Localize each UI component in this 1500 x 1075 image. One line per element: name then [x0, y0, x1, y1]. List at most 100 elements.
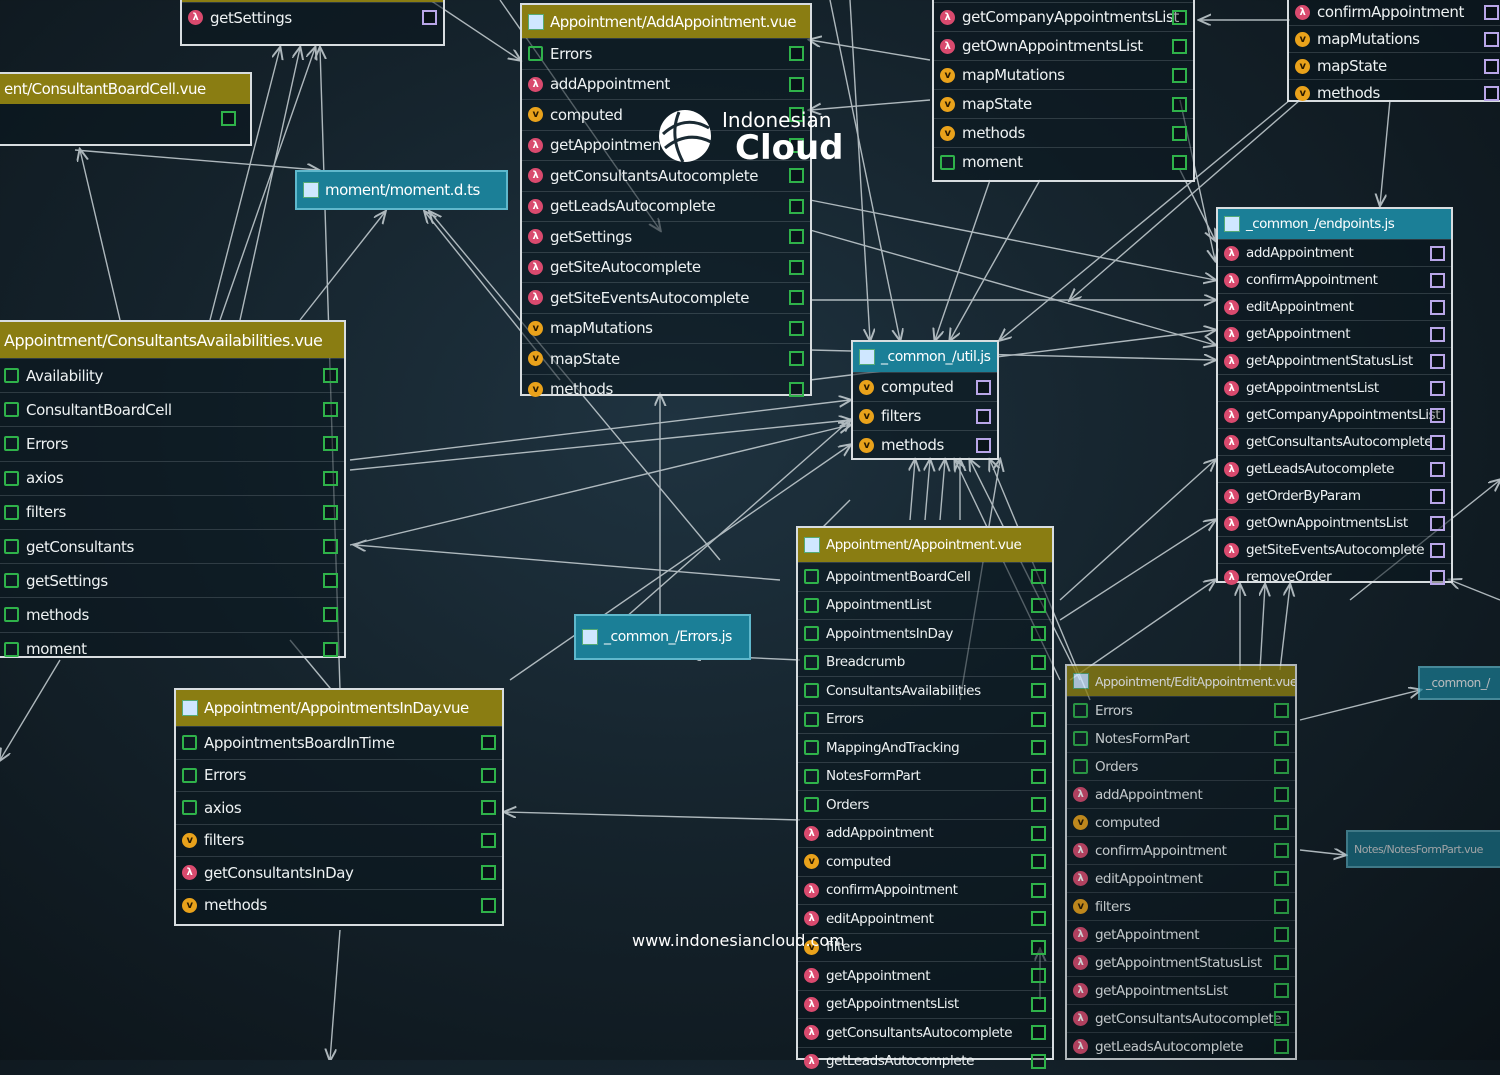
node-appointment[interactable]: Appointment/Appointment.vue AppointmentB…	[796, 526, 1054, 1060]
import-port-icon[interactable]	[789, 382, 804, 397]
node-header[interactable]: Notes/NotesFormPart.vue	[1348, 832, 1500, 866]
node-member[interactable]: AppointmentList	[798, 591, 1052, 620]
node-errors[interactable]: _common_/Errors.js	[574, 614, 751, 660]
import-port-icon[interactable]	[1274, 1039, 1289, 1054]
import-port-icon[interactable]	[1031, 1054, 1046, 1069]
export-port-icon[interactable]	[1430, 543, 1445, 558]
import-port-icon[interactable]	[789, 199, 804, 214]
import-port-icon[interactable]	[1031, 598, 1046, 613]
node-member[interactable]: AppointmentsInDay	[798, 619, 1052, 648]
node-header[interactable]: moment/moment.d.ts	[297, 172, 506, 208]
import-port-icon[interactable]	[323, 471, 338, 486]
export-port-icon[interactable]	[1484, 5, 1499, 20]
import-port-icon[interactable]	[1172, 126, 1187, 141]
import-port-icon[interactable]	[1274, 815, 1289, 830]
node-member[interactable]: Errors	[176, 759, 502, 792]
import-port-icon[interactable]	[1274, 955, 1289, 970]
import-port-icon[interactable]	[1031, 1025, 1046, 1040]
import-port-icon[interactable]	[789, 77, 804, 92]
export-port-icon[interactable]	[1430, 273, 1445, 288]
export-port-icon[interactable]	[1484, 32, 1499, 47]
import-port-icon[interactable]	[481, 735, 496, 750]
node-header[interactable]: Appointment/AppointmentsInDay.vue	[176, 690, 502, 726]
import-port-icon[interactable]	[789, 229, 804, 244]
node-notes-form-part[interactable]: Notes/NotesFormPart.vue	[1346, 830, 1500, 868]
node-member[interactable]: Errors	[1067, 696, 1295, 724]
import-port-icon[interactable]	[1031, 883, 1046, 898]
import-port-icon[interactable]	[221, 111, 236, 126]
import-port-icon[interactable]	[1031, 797, 1046, 812]
import-port-icon[interactable]	[1172, 97, 1187, 112]
import-port-icon[interactable]	[789, 351, 804, 366]
import-port-icon[interactable]	[1274, 871, 1289, 886]
export-port-icon[interactable]	[976, 409, 991, 424]
node-header[interactable]: _common_/endpoints.js	[1218, 209, 1451, 239]
import-port-icon[interactable]	[1031, 968, 1046, 983]
node-member[interactable]	[0, 104, 250, 133]
import-port-icon[interactable]	[323, 573, 338, 588]
import-port-icon[interactable]	[481, 865, 496, 880]
export-port-icon[interactable]	[1430, 300, 1445, 315]
node-member[interactable]: getSettings	[0, 563, 344, 597]
import-port-icon[interactable]	[1031, 826, 1046, 841]
import-port-icon[interactable]	[481, 800, 496, 815]
import-port-icon[interactable]	[1172, 155, 1187, 170]
export-port-icon[interactable]	[1430, 462, 1445, 477]
node-top-left[interactable]: getConsultantsInDay λ getSettings	[180, 0, 445, 46]
node-member[interactable]: MappingAndTracking	[798, 733, 1052, 762]
export-port-icon[interactable]	[976, 438, 991, 453]
node-member[interactable]: Errors	[0, 426, 344, 460]
import-port-icon[interactable]	[789, 321, 804, 336]
import-port-icon[interactable]	[323, 368, 338, 383]
import-port-icon[interactable]	[789, 260, 804, 275]
import-port-icon[interactable]	[323, 436, 338, 451]
node-member[interactable]: Orders	[1067, 752, 1295, 780]
node-header[interactable]: Appointment/Appointment.vue	[798, 528, 1052, 562]
node-member[interactable]: ConsultantsAvailabilities	[798, 676, 1052, 705]
import-port-icon[interactable]	[1031, 740, 1046, 755]
import-port-icon[interactable]	[1031, 569, 1046, 584]
export-port-icon[interactable]	[976, 380, 991, 395]
node-member[interactable]: NotesFormPart	[798, 762, 1052, 791]
import-port-icon[interactable]	[1274, 787, 1289, 802]
node-common-right[interactable]: _common_/	[1418, 666, 1500, 700]
node-header[interactable]: Appointment/EditAppointment.vue	[1067, 666, 1295, 696]
